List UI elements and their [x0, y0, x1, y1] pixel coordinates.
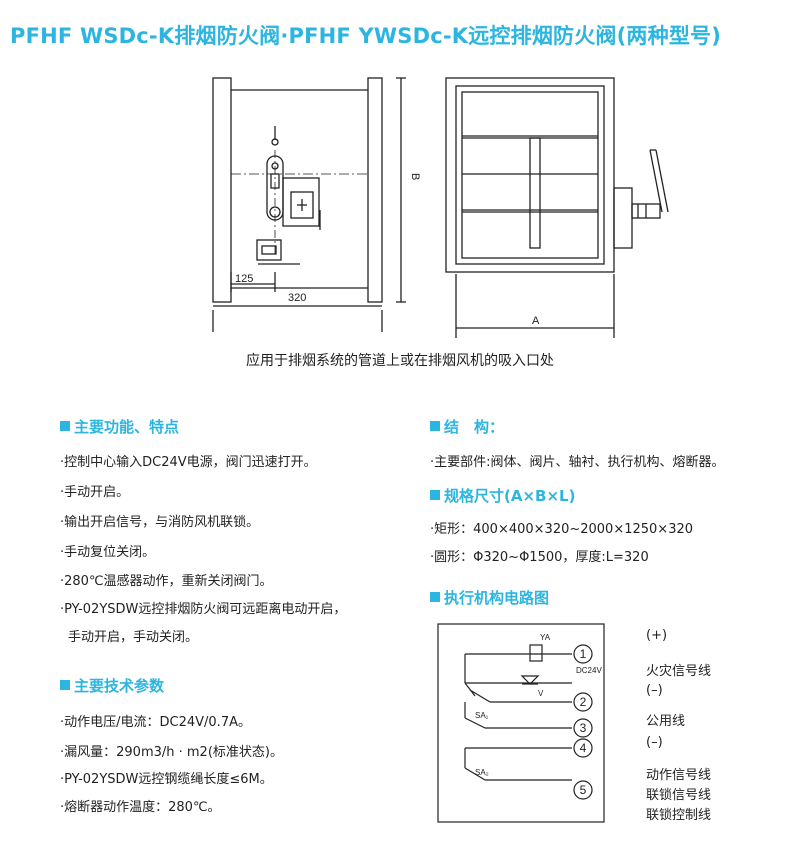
terminal-2: 2	[580, 695, 587, 709]
circuit-label: 联锁控制线	[646, 808, 712, 823]
circuit-heading: 执行机构电路图	[430, 587, 549, 608]
specs-item: ·圆形：Φ320~Φ1500，厚度:L=320	[430, 550, 649, 565]
damper-drawings: 125 320 B A	[212, 77, 669, 338]
tech-item: ·漏风量：290m3/h · m2(标准状态)。	[60, 745, 283, 760]
tech-heading: 主要技术参数	[60, 675, 164, 696]
page-title: PFHF WSDc-K排烟防火阀·PFHF YWSDc-K远控排烟防火阀(两种型…	[10, 24, 722, 48]
features-item: ·280℃温感器动作，重新关闭阀门。	[60, 574, 273, 589]
caption: 应用于排烟系统的管道上或在排烟风机的吸入口处	[246, 353, 554, 369]
dim-b: B	[409, 173, 421, 180]
circuit-label: 动作信号线	[646, 768, 712, 783]
circuit-label: (–)	[646, 683, 663, 698]
features-item: ·手动开启。	[60, 485, 130, 500]
tech-item: ·PY-02YSDW远控钢缆绳长度≤6M。	[60, 772, 273, 787]
bullet-square-icon	[60, 421, 70, 431]
circuit-label: (–)	[646, 735, 663, 750]
ya-label: YA	[540, 633, 551, 642]
circuit-diagram: 1 2 3 4 5 YA V DC24V SA₁ SA₂	[437, 623, 605, 823]
features-item: ·输出开启信号，与消防风机联锁。	[60, 515, 260, 530]
structure-item: ·主要部件:阀体、阀片、轴衬、执行机构、熔断器。	[430, 455, 725, 470]
terminal-4: 4	[580, 741, 587, 755]
circuit-label: 联锁信号线	[646, 788, 712, 803]
terminal-5: 5	[580, 783, 587, 797]
bullet-square-icon	[430, 421, 440, 431]
sa2-label: SA₂	[475, 768, 489, 777]
sa1-label: SA₁	[475, 711, 489, 720]
circuit-label: 火灾信号线	[646, 664, 712, 679]
specs-item: ·矩形：400×400×320~2000×1250×320	[430, 522, 694, 537]
features-heading: 主要功能、特点	[60, 416, 179, 437]
dc-label: DC24V	[576, 666, 602, 675]
features-item: ·PY-02YSDW远控排烟防火阀可远距离电动开启，	[60, 602, 347, 617]
circuit-label: 公用线	[646, 714, 686, 729]
features-item: 手动开启，手动关闭。	[68, 630, 199, 645]
v-label: V	[538, 689, 544, 698]
bullet-square-icon	[60, 680, 70, 690]
structure-heading: 结 构：	[430, 416, 504, 437]
dim-320: 320	[288, 292, 306, 304]
terminal-1: 1	[580, 647, 587, 661]
dim-125: 125	[235, 273, 253, 285]
features-item: ·控制中心输入DC24V电源，阀门迅速打开。	[60, 455, 317, 470]
tech-item: ·熔断器动作温度：280℃。	[60, 800, 221, 815]
bullet-square-icon	[430, 592, 440, 602]
specs-heading: 规格尺寸(A×B×L)	[430, 485, 575, 506]
bullet-square-icon	[430, 490, 440, 500]
features-item: ·手动复位关闭。	[60, 545, 156, 560]
dim-a: A	[532, 315, 540, 327]
circuit-label: (+)	[646, 628, 668, 643]
terminal-3: 3	[580, 721, 587, 735]
tech-item: ·动作电压/电流：DC24V/0.7A。	[60, 715, 251, 730]
